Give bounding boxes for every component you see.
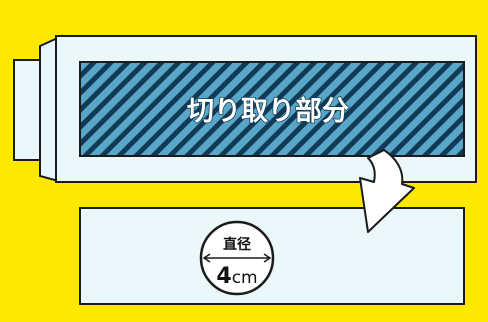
diameter-label: 直径: [223, 236, 251, 253]
diameter-number: 4: [216, 264, 231, 289]
curved-arrow-down-left-icon: [359, 149, 415, 233]
double-headed-arrow-icon: [202, 253, 272, 263]
diameter-value: 4cm: [216, 264, 257, 289]
cut-area: [79, 61, 465, 157]
cut-area-label: 切り取り部分: [187, 95, 349, 127]
diameter-unit: cm: [232, 268, 258, 288]
